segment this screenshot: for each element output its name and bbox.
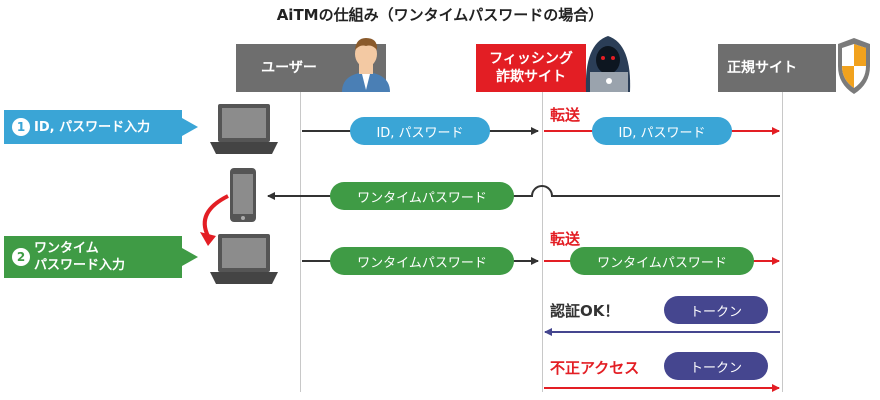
unauthorized-access-label: 不正アクセス xyxy=(550,359,640,377)
laptop-icon-2 xyxy=(210,234,278,284)
step1-callout: 1 ID, パスワード入力 xyxy=(4,110,182,144)
auth-ok-label: 認証OK！ xyxy=(550,302,620,320)
phishing-lifeline xyxy=(542,92,543,392)
legit-actor-box: 正規サイト xyxy=(718,44,836,92)
id-password-forwarded-pill: ID, パスワード xyxy=(592,117,732,145)
token-pill: トークン xyxy=(664,296,768,324)
forward-label-1: 転送 xyxy=(550,106,581,124)
phishing-actor-label-line1: フィッシング xyxy=(489,51,573,67)
otp-delivery-pill: ワンタイムパスワード xyxy=(330,182,514,210)
otp-entered-pill: ワンタイムパスワード xyxy=(330,247,514,275)
user-avatar-icon xyxy=(342,38,390,92)
step2-label-line1: ワンタイム xyxy=(34,241,99,256)
otp-forwarded-pill: ワンタイムパスワード xyxy=(570,247,754,275)
step2-label: ワンタイム パスワード入力 xyxy=(34,240,125,274)
phishing-actor-label-line2: 詐欺サイト xyxy=(495,69,566,85)
id-password-pill: ID, パスワード xyxy=(350,117,490,145)
hacker-icon xyxy=(585,36,631,92)
phone-to-laptop-arrow xyxy=(202,194,229,237)
step2-number-badge: 2 xyxy=(12,248,30,266)
step1-callout-pointer xyxy=(182,118,198,136)
diagram-title: AiTMの仕組み（ワンタイムパスワードの場合） xyxy=(276,6,604,24)
step2-label-line2: パスワード入力 xyxy=(34,258,126,273)
step2-callout-pointer xyxy=(182,248,198,266)
step1-label: ID, パスワード入力 xyxy=(34,119,151,135)
phishing-actor-label: フィッシング 詐欺サイト xyxy=(489,50,573,86)
step1-number-badge: 1 xyxy=(12,118,30,136)
legit-actor-label: 正規サイト xyxy=(727,60,797,76)
phishing-actor-box: フィッシング 詐欺サイト xyxy=(476,44,586,92)
legit-lifeline xyxy=(782,92,783,392)
smartphone-icon xyxy=(230,168,256,222)
step2-callout: 2 ワンタイム パスワード入力 xyxy=(4,236,182,278)
forward-label-2: 転送 xyxy=(550,230,581,248)
otp-delivery-arrow xyxy=(267,185,780,200)
user-actor-label: ユーザー xyxy=(261,60,317,76)
token-pill-stolen: トークン xyxy=(664,352,768,380)
phone-to-laptop-arrowhead xyxy=(200,232,216,246)
laptop-icon xyxy=(210,104,278,154)
user-lifeline xyxy=(300,92,301,392)
shield-icon xyxy=(838,38,870,94)
